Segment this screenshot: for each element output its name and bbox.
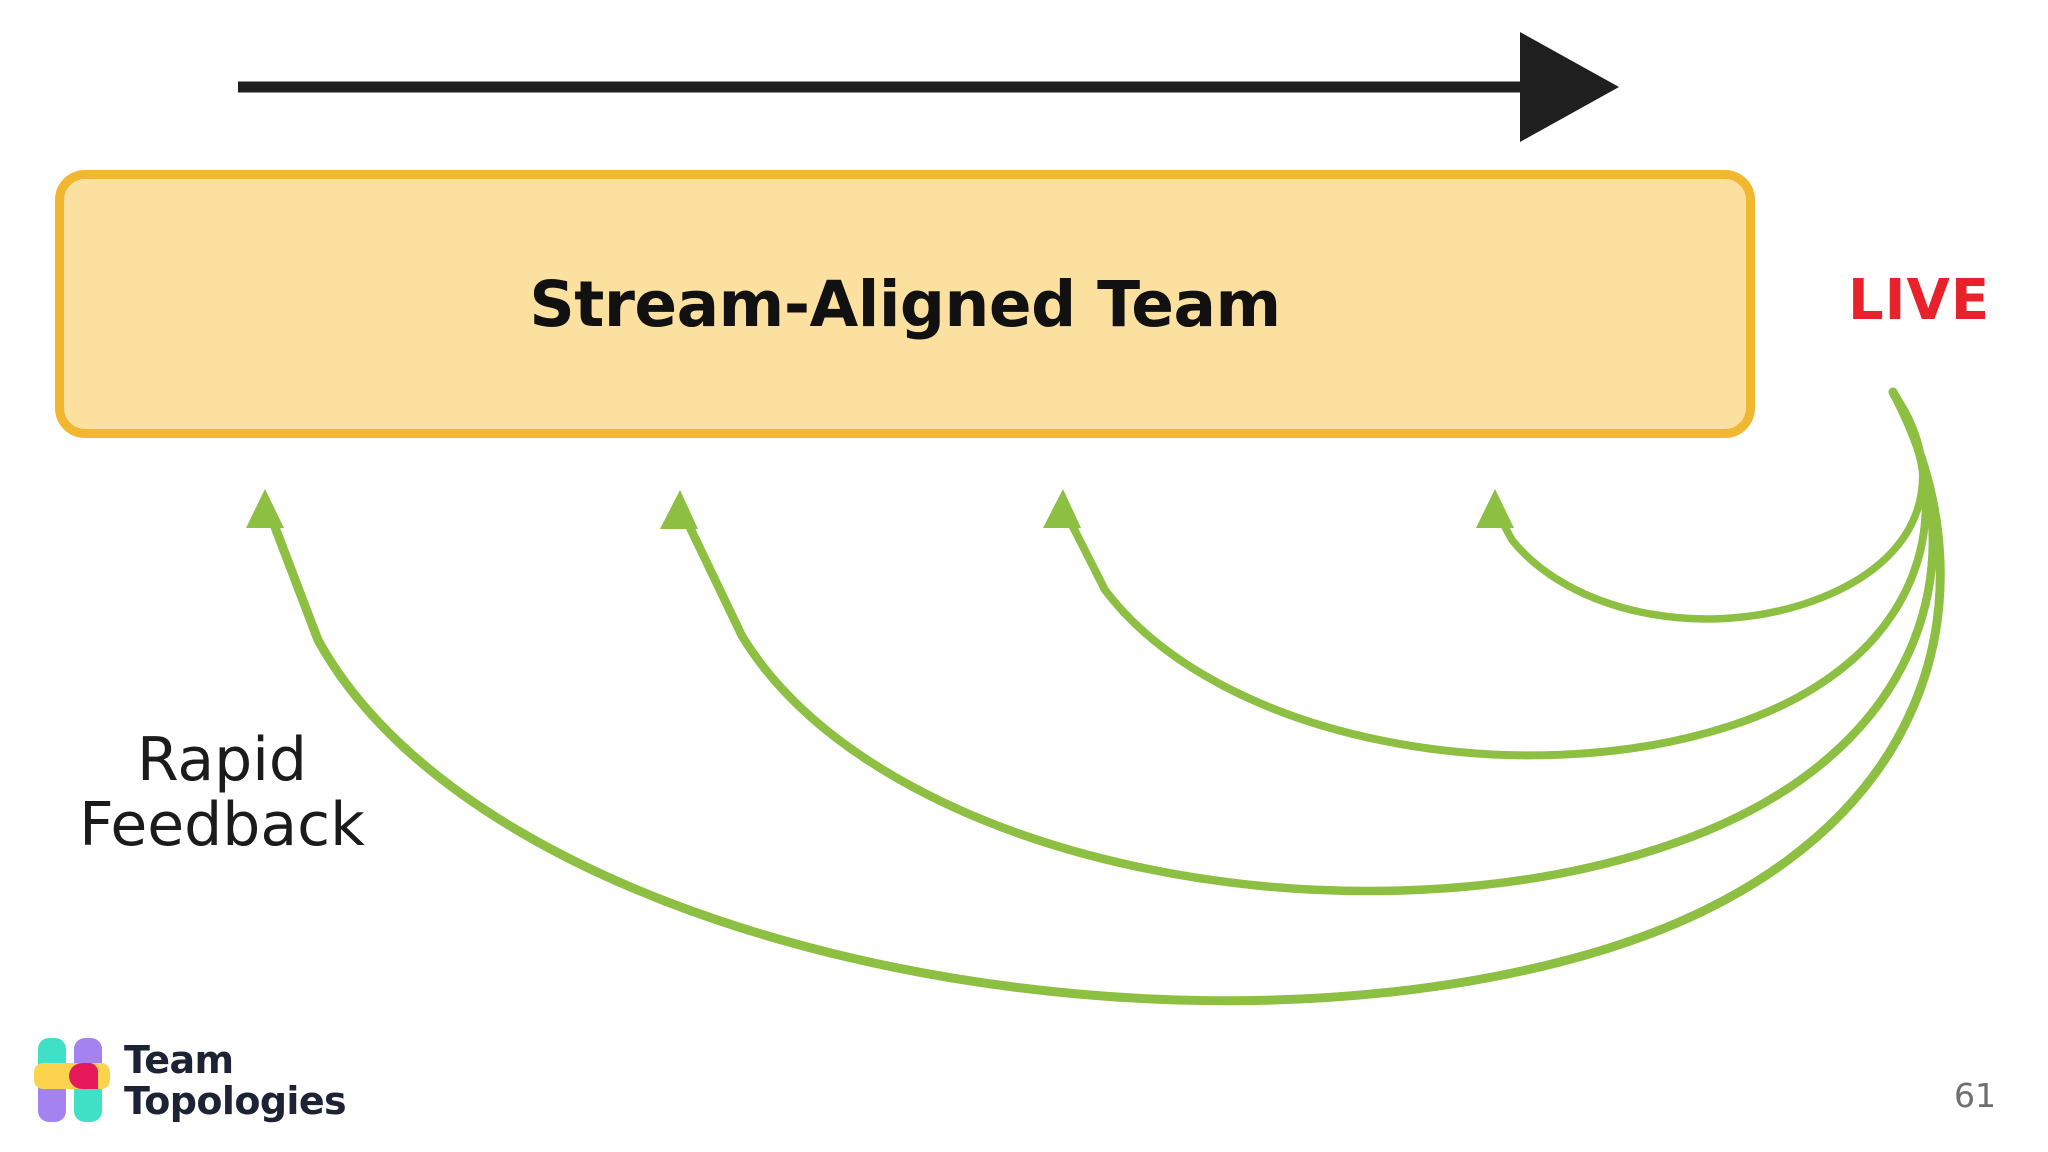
rapid-feedback-caption-line-2: Feedback <box>79 789 365 860</box>
team-topologies-logo: Team Topologies <box>34 1034 347 1126</box>
rapid-feedback-arrow-2 <box>660 387 1938 896</box>
stream-aligned-team-box[interactable]: Stream-Aligned Team <box>55 170 1755 438</box>
rapid-feedback-caption-line-1: Rapid <box>137 725 307 795</box>
team-topologies-logo-mark <box>34 1038 110 1122</box>
logo-wordmark-line-1: Team <box>124 1037 234 1082</box>
live-status-label: LIVE <box>1848 268 1991 333</box>
stream-aligned-team-label: Stream-Aligned Team <box>529 267 1281 341</box>
team-topologies-wordmark: Team Topologies <box>124 1037 347 1123</box>
rapid-feedback-arrow-3 <box>1043 388 1930 760</box>
logo-accent-pink <box>69 1063 98 1089</box>
page-number: 61 <box>1954 1076 1996 1115</box>
logo-wordmark-line-2: Topologies <box>124 1078 347 1123</box>
rapid-feedback-arrow-1 <box>246 387 1945 1006</box>
rapid-feedback-arrow-group <box>246 387 1945 1006</box>
rapid-feedback-caption: Rapid Feedback <box>62 728 382 858</box>
